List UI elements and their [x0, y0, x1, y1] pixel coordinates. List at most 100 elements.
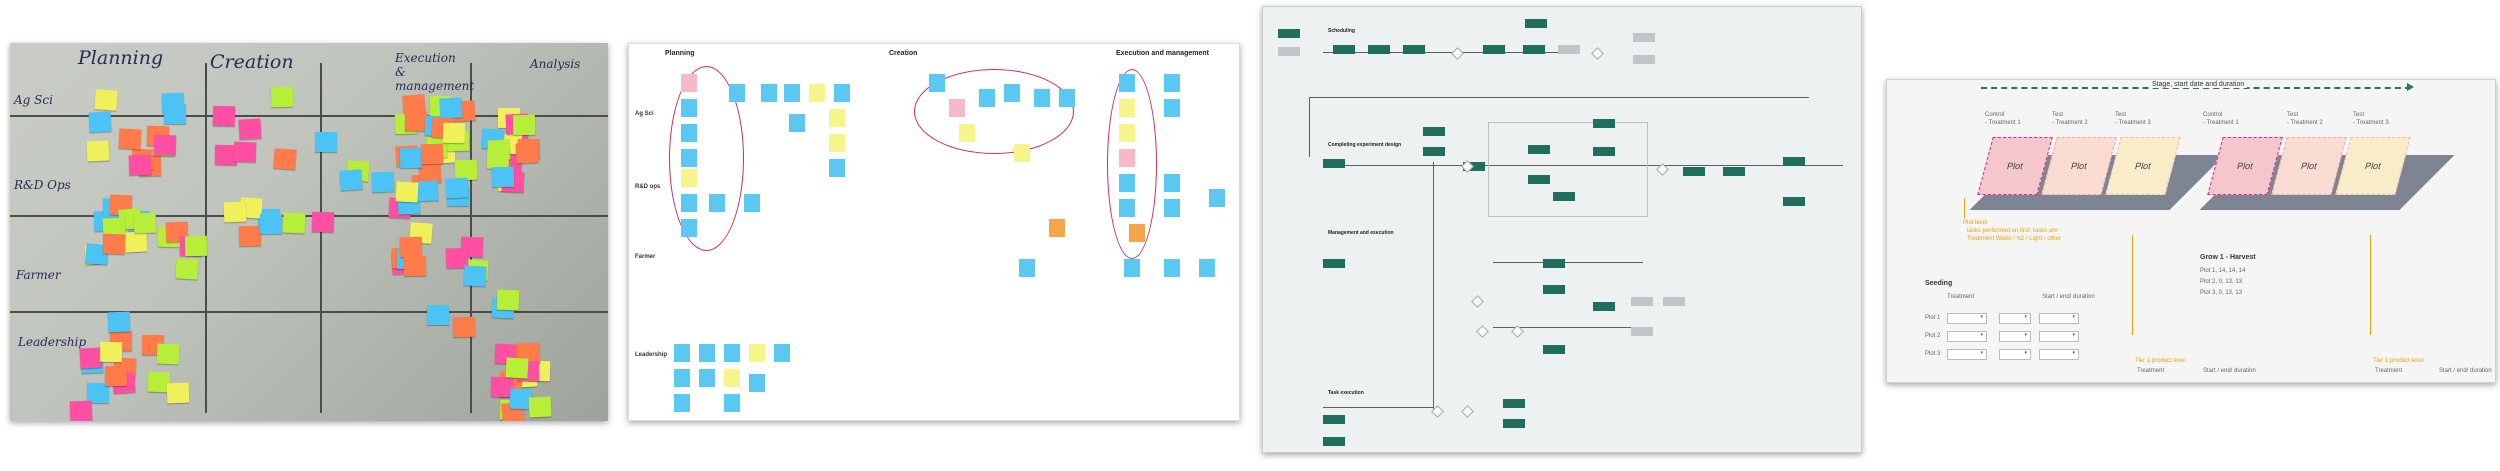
flow-node [1523, 45, 1545, 54]
sticky-note [238, 117, 262, 140]
flow-node [1403, 45, 1425, 54]
sticky-note [681, 74, 697, 92]
column-heading: Planning [665, 50, 695, 57]
select-dropdown[interactable]: ▾ [2039, 349, 2079, 360]
plot-sub-label: - Treatment 3 [2353, 120, 2389, 126]
flow-node [1463, 162, 1485, 171]
decision-diamond [1591, 47, 1604, 60]
flow-node [1528, 145, 1550, 154]
sticky-note [70, 400, 93, 421]
select-dropdown[interactable]: ▾ [1999, 313, 2031, 324]
sticky-note [102, 233, 126, 255]
flow-node [1323, 415, 1345, 424]
guide-line [2132, 235, 2133, 335]
connector [1493, 262, 1643, 263]
sticky-note [699, 369, 715, 387]
board-line [10, 115, 608, 117]
decision-diamond [1451, 47, 1464, 60]
select-dropdown[interactable]: ▾ [2039, 331, 2079, 342]
section-title: Seeding [1925, 280, 1953, 287]
flow-node [1683, 167, 1705, 176]
row-heading: Ag Sci [14, 93, 53, 107]
section-title: Task execution [1328, 390, 1364, 396]
sticky-note [463, 265, 487, 287]
connector [1323, 407, 1433, 408]
plot-sub-label: - Treatment 2 [2052, 120, 2088, 126]
sticky-note [399, 147, 423, 169]
sticky-note [834, 84, 850, 102]
connector [1433, 162, 1434, 412]
plot-row-label: Plot 1 [1925, 315, 1941, 321]
flow-node [1333, 45, 1355, 54]
row-heading: Farmer [635, 254, 656, 260]
flow-node [1593, 119, 1615, 128]
sticky-note [1119, 74, 1135, 92]
guide-line [2370, 235, 2371, 335]
flow-node [1525, 19, 1547, 28]
flow-node [1528, 175, 1550, 184]
sticky-note [1004, 84, 1020, 102]
sticky-note [729, 84, 745, 102]
sticky-note [674, 369, 690, 387]
sticky-note [1034, 89, 1050, 107]
plot-sub-label: - Treatment 1 [1985, 120, 2021, 126]
timeline-label: Stage, start date and duration [2149, 81, 2248, 88]
sticky-note [99, 341, 123, 362]
board-line [320, 63, 322, 413]
sticky-note [674, 394, 690, 412]
sticky-note [1119, 99, 1135, 117]
sticky-note [282, 212, 306, 234]
plot-sub-label: - Treatment 1 [2203, 120, 2239, 126]
select-dropdown[interactable]: ▾ [1999, 349, 2031, 360]
sticky-note [1209, 189, 1225, 207]
column-heading: Planning [78, 47, 164, 69]
sticky-note [724, 369, 740, 387]
sticky-note [175, 258, 200, 281]
plot-type-label: Test [2052, 112, 2064, 118]
sticky-note [415, 180, 439, 202]
sticky-note [528, 396, 552, 418]
sticky-note [1014, 144, 1030, 162]
section-title: Management and execution [1328, 230, 1394, 236]
row-heading: Ag Sci [635, 111, 654, 117]
digital-board: Planning Creation Execution and manageme… [628, 43, 1240, 421]
sticky-note [959, 124, 975, 142]
sticky-note [154, 134, 177, 156]
flow-node [1558, 45, 1580, 54]
sticky-note [104, 365, 127, 387]
connector [1493, 327, 1643, 328]
sticky-note [1119, 149, 1135, 167]
sticky-note [86, 140, 110, 162]
sticky-note [699, 344, 715, 362]
sticky-note [1119, 174, 1135, 192]
sticky-note [270, 86, 294, 107]
select-dropdown[interactable]: ▾ [1947, 349, 1987, 360]
section-title: Grow 1 - Harvest [2200, 254, 2256, 261]
connector [1309, 97, 1809, 98]
sticky-note [371, 171, 394, 193]
group-box [1488, 122, 1648, 217]
flow-node [1631, 297, 1653, 306]
flow-node [1323, 159, 1345, 168]
sticky-note [88, 111, 112, 133]
sticky-note [513, 115, 536, 136]
flow-node [1633, 33, 1655, 42]
select-dropdown[interactable]: ▾ [1947, 331, 1987, 342]
sticky-note [979, 89, 995, 107]
sticky-note [212, 105, 235, 127]
sticky-note [273, 148, 298, 170]
highlight-circle [1107, 69, 1157, 259]
sticky-note [784, 84, 800, 102]
sticky-note [315, 131, 338, 152]
decision-diamond [1461, 405, 1474, 418]
section-title: Completing experiment design [1328, 142, 1402, 148]
connector [1323, 52, 1563, 53]
sticky-note [1119, 199, 1135, 217]
select-dropdown[interactable]: ▾ [2039, 313, 2079, 324]
select-dropdown[interactable]: ▾ [1999, 331, 2031, 342]
sticky-note [1119, 124, 1135, 142]
sticky-note [724, 394, 740, 412]
select-dropdown[interactable]: ▾ [1947, 313, 1987, 324]
row-heading: Leadership [18, 335, 87, 349]
flow-node [1368, 45, 1390, 54]
